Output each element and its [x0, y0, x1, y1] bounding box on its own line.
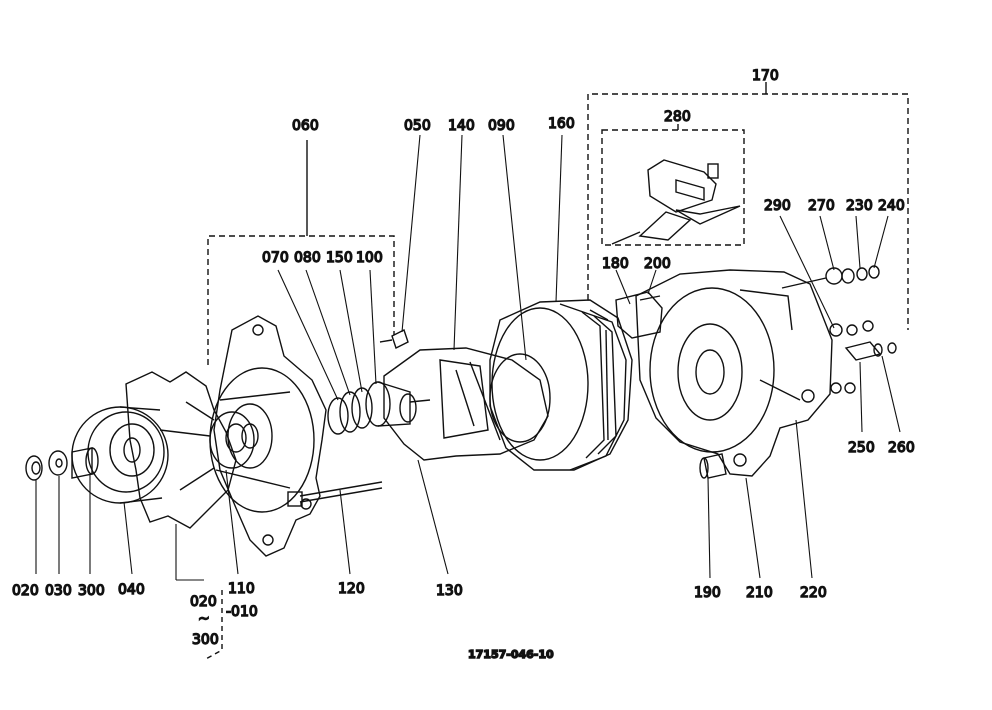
callout-160: 160	[548, 116, 575, 132]
callout-200: 200	[644, 256, 671, 272]
terminal-250-260	[829, 320, 897, 394]
callout-250: 250	[848, 440, 875, 456]
callout-260: 260	[888, 440, 915, 456]
callout-030: 030	[45, 583, 72, 599]
callout-140: 140	[448, 118, 475, 134]
callout-210: 210	[746, 585, 773, 601]
pulley-040	[71, 406, 169, 504]
callout-220: 220	[800, 585, 827, 601]
spacer-300	[71, 447, 99, 479]
rectifier-180	[615, 291, 663, 339]
bearing-stack	[327, 381, 411, 435]
callout-190: 190	[694, 585, 721, 601]
leader-lines	[35, 134, 901, 581]
stator-160	[489, 299, 633, 471]
callout-080: 080	[294, 250, 321, 266]
callout-230: 230	[846, 198, 873, 214]
callout-180: 180	[602, 256, 629, 272]
callout-050: 050	[404, 118, 431, 134]
callout-020: 020	[12, 583, 39, 599]
drawing-number: 17157-046-10	[468, 648, 554, 661]
callout-300: 300	[78, 583, 105, 599]
washer-030	[48, 450, 68, 476]
callout-280: 280	[664, 109, 691, 125]
callout-290: 290	[764, 198, 791, 214]
callout-040: 040	[118, 582, 145, 598]
callout-150: 150	[326, 250, 353, 266]
callout-120: 120	[338, 581, 365, 597]
kit-tilde: ~	[198, 611, 210, 627]
kit-callout-020: 020	[190, 594, 217, 610]
callout-labels: 060 050 140 090 160 170 280 290 270 230 …	[11, 67, 915, 648]
fan-110	[125, 371, 255, 529]
callout-090: 090	[488, 118, 515, 134]
group-box-280	[601, 124, 745, 246]
callout-100: 100	[356, 250, 383, 266]
callout-060: 060	[292, 118, 319, 134]
kit-callout-010: -010	[226, 604, 258, 620]
callout-110: 110	[228, 581, 255, 597]
callout-270: 270	[808, 198, 835, 214]
group-bracket-170	[587, 82, 909, 330]
rotor-130	[383, 347, 551, 461]
callout-170: 170	[752, 68, 779, 84]
front-housing-060	[209, 315, 327, 557]
callout-240: 240	[878, 198, 905, 214]
nut-020	[25, 455, 43, 481]
rear-housing-220	[635, 269, 833, 477]
group-bracket-300	[203, 590, 223, 661]
group-bracket-060	[207, 140, 395, 365]
brush-holder-part	[611, 159, 741, 245]
callout-130: 130	[436, 583, 463, 599]
bushing-190	[699, 453, 727, 479]
kit-callout-300: 300	[192, 632, 219, 648]
terminal-270	[781, 265, 880, 289]
callout-070: 070	[262, 250, 289, 266]
screw-050	[379, 329, 409, 349]
